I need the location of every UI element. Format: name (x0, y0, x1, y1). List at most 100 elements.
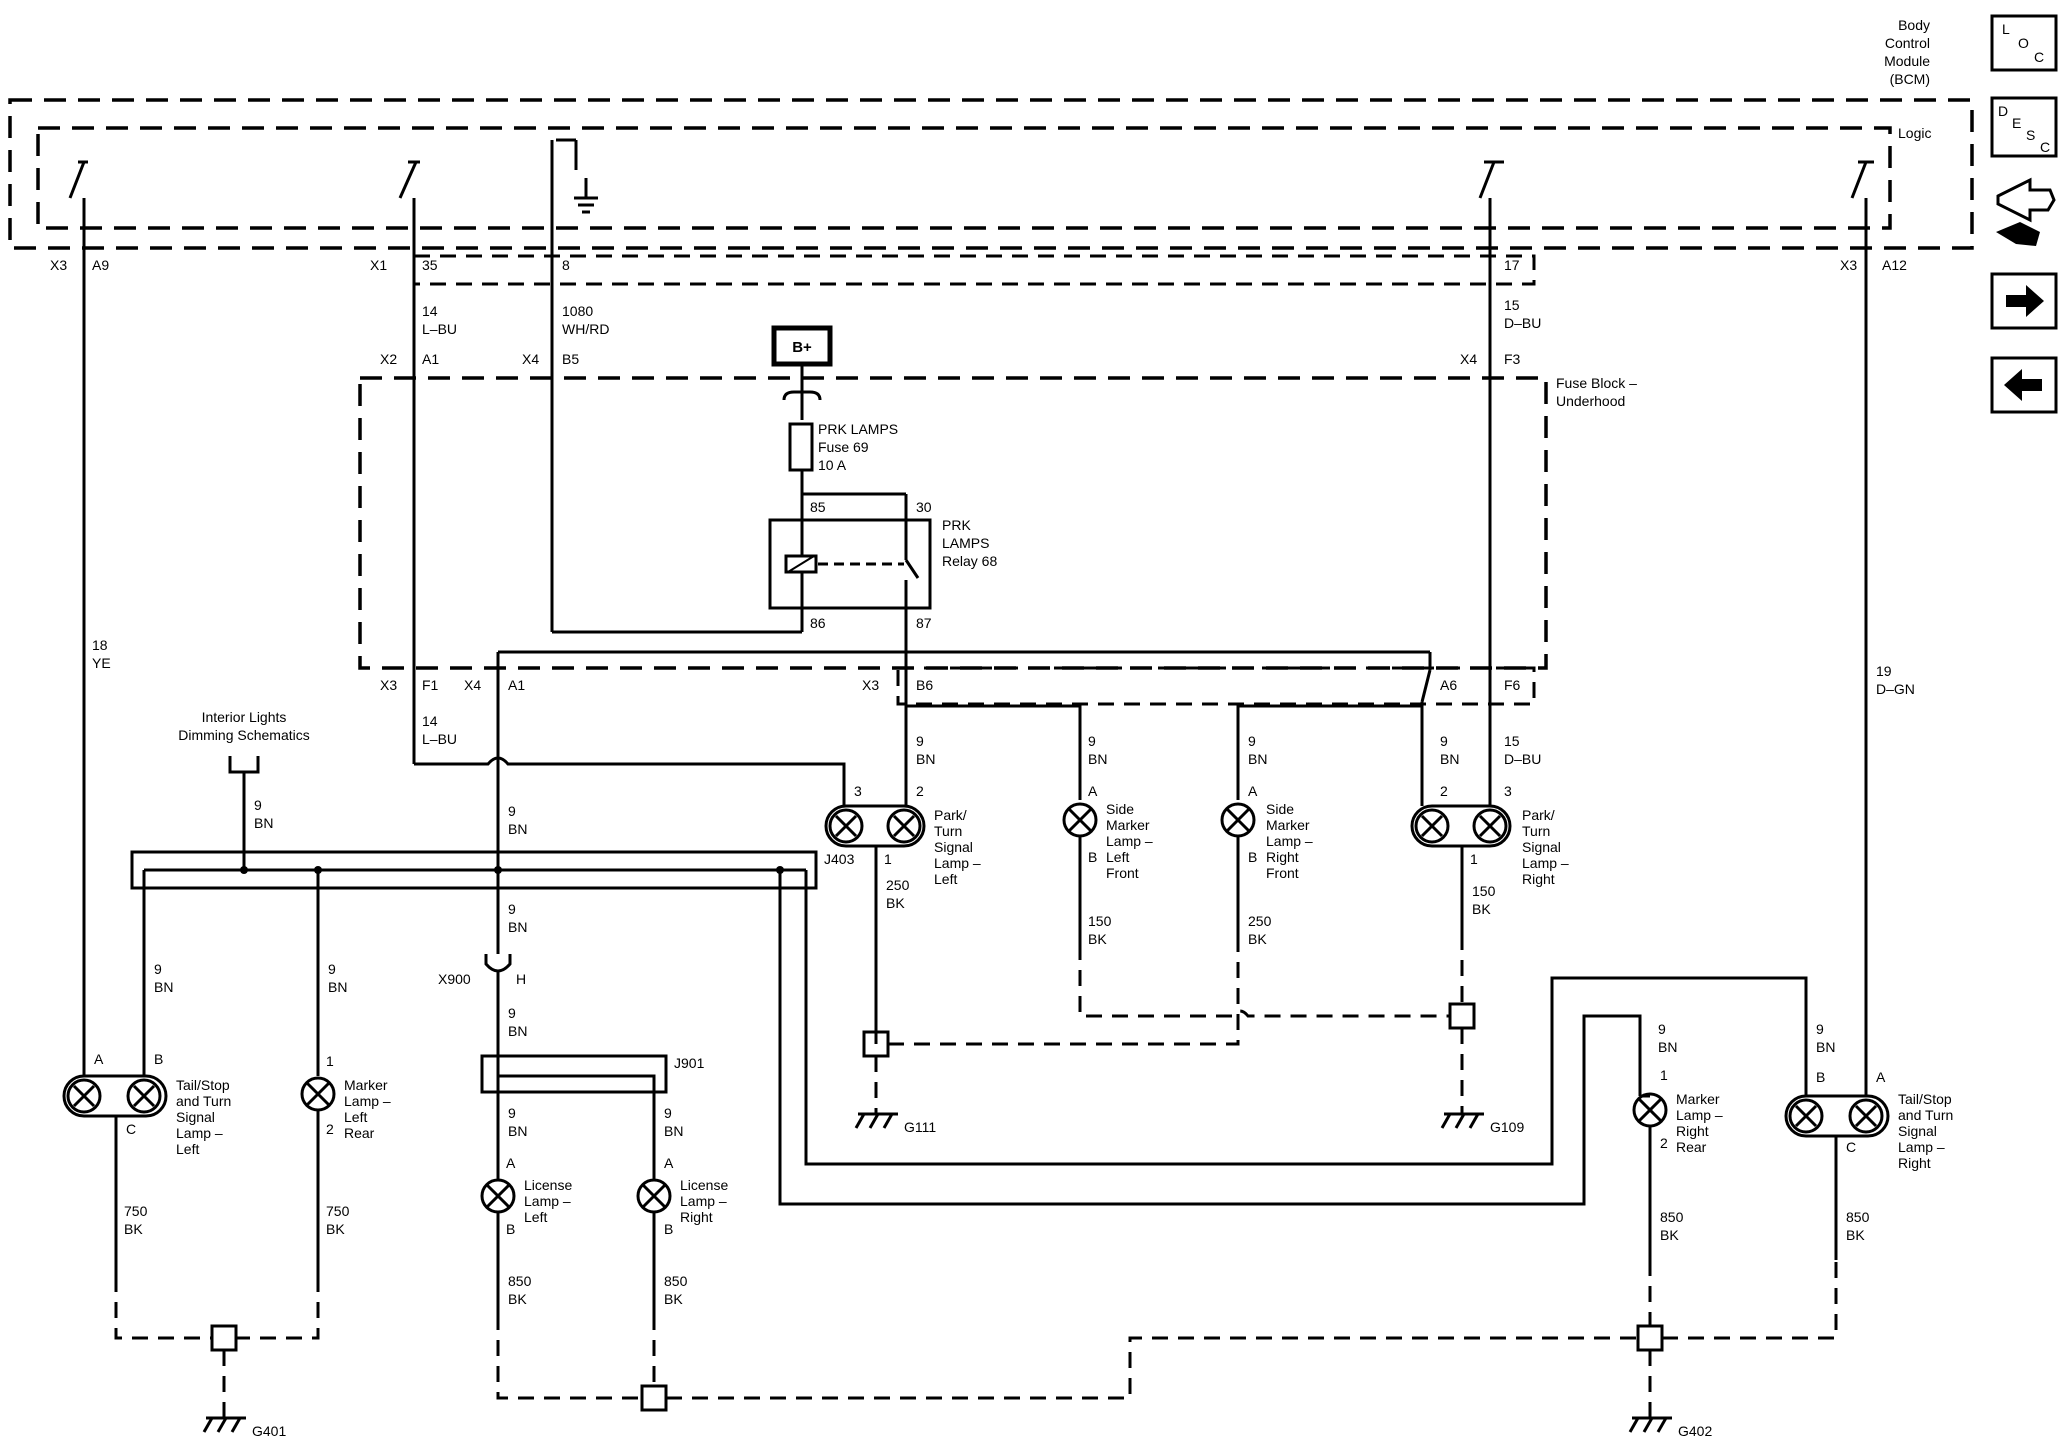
conn-x4-top: X4 (522, 351, 539, 367)
lil-pin-b: B (506, 1221, 515, 1237)
svg-text:Lamp –: Lamp – (934, 855, 981, 871)
ground-wire-g402-b (1662, 1260, 1838, 1340)
svg-text:BN: BN (508, 919, 527, 935)
interior-lights-connector-icon[interactable] (228, 756, 260, 774)
svg-text:BN: BN (664, 1123, 683, 1139)
tail-stop-turn-lamp-left (62, 1074, 168, 1118)
pin-85: 85 (810, 499, 826, 515)
g402-label: G402 (1678, 1423, 1712, 1439)
ground-splice-g402 (1636, 1324, 1664, 1352)
svg-text:Turn: Turn (934, 823, 962, 839)
svg-text:WH/RD: WH/RD (562, 321, 609, 337)
wire-b6-slf (906, 704, 1082, 800)
svg-text:Left: Left (1106, 849, 1129, 865)
marker-lamp-right-rear (1632, 1092, 1668, 1128)
ground-switch-8 (556, 138, 598, 214)
wire-9bn-to-mrr (778, 870, 1642, 1206)
label-9bn-tsr: 9BN (1816, 1021, 1835, 1055)
svg-text:9: 9 (916, 733, 924, 749)
svg-text:BK: BK (124, 1221, 143, 1237)
svg-text:9: 9 (254, 797, 262, 813)
conn-x3-b6: X3 (862, 677, 879, 693)
prev-page-arrow-icon[interactable] (1990, 356, 2058, 414)
svg-text:BK: BK (1248, 931, 1267, 947)
relay-label-3: Relay 68 (942, 553, 997, 569)
conn-x1: X1 (370, 257, 387, 273)
svg-text:Left: Left (344, 1109, 367, 1125)
svg-text:L–BU: L–BU (422, 731, 457, 747)
conn-x4-a1: X4 (464, 677, 481, 693)
connector-wrench-icon[interactable] (1996, 177, 2056, 246)
svg-text:9: 9 (1658, 1021, 1666, 1037)
pin-f6: F6 (1504, 677, 1521, 693)
pin-a12: A12 (1882, 257, 1907, 273)
label-9bn-int: 9BN (254, 797, 273, 831)
location-button[interactable]: L O C (1990, 14, 2058, 72)
fuse-block-boundary (358, 376, 1548, 670)
switch-35 (398, 160, 420, 199)
ptr-pin2: 2 (1440, 783, 1448, 799)
label-9bn-tsl: 9BN (154, 961, 173, 995)
svg-text:and Turn: and Turn (176, 1093, 231, 1109)
conn-x4-f3: X4 (1460, 351, 1477, 367)
svg-text:BN: BN (916, 751, 935, 767)
svg-text:BK: BK (886, 895, 905, 911)
svg-text:Interior Lights: Interior Lights (202, 709, 287, 725)
svg-text:9: 9 (664, 1105, 672, 1121)
svg-text:850: 850 (508, 1273, 532, 1289)
label-9bn-mrr: 9BN (1658, 1021, 1677, 1055)
tsl-pin-c: C (126, 1121, 136, 1137)
svg-text:L–BU: L–BU (422, 321, 457, 337)
mrr-pin1: 1 (1660, 1067, 1668, 1083)
conn-x3-a9: X3 (50, 257, 67, 273)
svg-text:Lamp –: Lamp – (1266, 833, 1313, 849)
svg-text:Marker: Marker (1106, 817, 1150, 833)
pin-b5: B5 (562, 351, 579, 367)
j901-bus (496, 1056, 656, 1180)
conn-j403: J403 (824, 851, 855, 867)
svg-text:Marker: Marker (344, 1077, 388, 1093)
label-15dbu-top: 15 D–BU (1504, 297, 1541, 331)
ground-splice-g109 (1448, 1002, 1476, 1030)
svg-text:850: 850 (664, 1273, 688, 1289)
svg-text:Park/: Park/ (934, 807, 967, 823)
svg-text:Lamp –: Lamp – (176, 1125, 223, 1141)
switch-a12 (1850, 160, 1874, 199)
bcm-boundary (8, 98, 1974, 250)
svg-text:BN: BN (328, 979, 347, 995)
lir-pin-b: B (664, 1221, 673, 1237)
fuse-block-label-2: Underhood (1556, 393, 1625, 409)
svg-text:Front: Front (1266, 865, 1299, 881)
next-page-arrow-icon[interactable] (1990, 272, 2058, 330)
description-button[interactable]: D E S C (1990, 96, 2058, 158)
pin-86: 86 (810, 615, 826, 631)
svg-text:BN: BN (154, 979, 173, 995)
smrf-pin-a: A (1248, 783, 1258, 799)
ground-icon-g111 (854, 1112, 898, 1129)
tsl-pin-b: B (154, 1051, 163, 1067)
svg-text:Tail/Stop: Tail/Stop (1898, 1091, 1952, 1107)
tsr-pin-c: C (1846, 1139, 1856, 1155)
svg-text:BK: BK (1472, 901, 1491, 917)
logic-label: Logic (1898, 125, 1931, 141)
switch-17 (1478, 160, 1504, 199)
wire-14lbu-to-ptl (414, 756, 846, 790)
svg-text:Right: Right (1266, 849, 1299, 865)
conn-x3-a12: X3 (1840, 257, 1857, 273)
battery-positive-box (771, 325, 833, 367)
relay-68-box (768, 518, 932, 610)
svg-text:150: 150 (1472, 883, 1496, 899)
ptl-pin3: 3 (854, 783, 862, 799)
svg-text:S: S (2026, 127, 2035, 143)
ptr-pin3: 3 (1504, 783, 1512, 799)
relay-label-1: PRK (942, 517, 971, 533)
label-9bn-mll: 9BN (328, 961, 347, 995)
